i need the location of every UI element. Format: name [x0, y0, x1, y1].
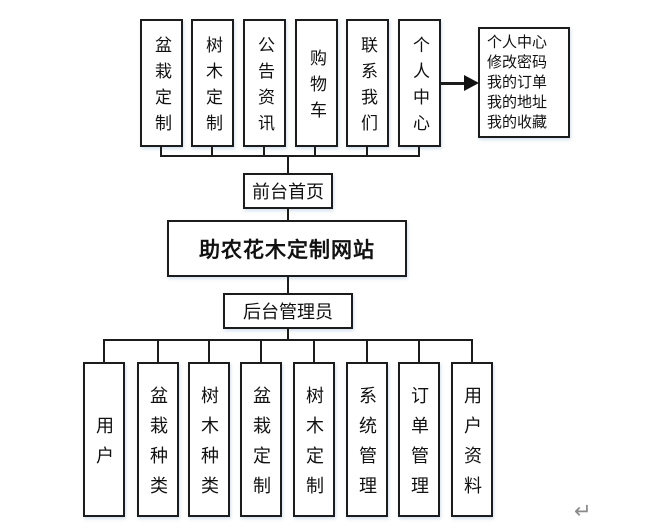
node-user: 用户 [83, 362, 125, 517]
arrow-head-icon [464, 75, 479, 91]
node-label: 树木种类 [199, 385, 219, 506]
node-potted-customization-back: 盆栽定制 [240, 362, 282, 517]
node-tree-category: 树木种类 [188, 362, 230, 517]
node-personal-center: 个人中心 [398, 19, 441, 147]
node-potted-category: 盆栽种类 [137, 362, 179, 517]
connector-stub [208, 341, 210, 362]
connector-drop [287, 209, 289, 220]
root-title-label: 助农花木定制网站 [199, 237, 375, 262]
detail-line: 修改密码 [487, 54, 548, 71]
node-label: 树木定制 [304, 385, 324, 506]
node-announcement-info: 公告资讯 [243, 19, 286, 147]
node-label: 联系我们 [358, 35, 377, 140]
detail-line: 我的地址 [487, 94, 548, 111]
node-front-home: 前台首页 [243, 173, 333, 209]
node-back-admin: 后台管理员 [223, 293, 353, 329]
node-label: 用户 [94, 415, 114, 476]
connector-stub [211, 146, 213, 157]
connector-stub [471, 341, 473, 362]
connector-stub [160, 146, 162, 157]
node-label: 盆栽定制 [251, 385, 271, 506]
paragraph-return-mark: ↵ [574, 499, 592, 523]
detail-line: 我的收藏 [487, 114, 548, 131]
connector-horizontal-top [160, 155, 420, 157]
node-root-title: 助农花木定制网站 [167, 220, 407, 277]
arrow-shaft [441, 82, 467, 85]
connector-stub [366, 146, 368, 157]
node-label: 购物车 [307, 48, 326, 127]
node-potted-customization-front: 盆栽定制 [140, 19, 183, 147]
node-label: 树木定制 [203, 35, 222, 140]
connector-stub [418, 341, 420, 362]
node-label: 订单管理 [409, 385, 429, 506]
node-personal-center-detail: 个人中心 修改密码 我的订单 我的地址 我的收藏 [478, 27, 570, 138]
detail-line: 个人中心 [487, 34, 548, 51]
node-label: 盆栽种类 [148, 385, 168, 506]
connector-drop [287, 156, 289, 173]
node-label: 后台管理员 [243, 302, 333, 322]
node-label: 盆栽定制 [152, 35, 171, 140]
connector-stub [260, 341, 262, 362]
connector-stub [313, 341, 315, 362]
node-user-profile: 用户资料 [451, 362, 493, 517]
node-tree-customization-back: 树木定制 [293, 362, 335, 517]
connector-stub [418, 146, 420, 157]
node-label: 前台首页 [252, 182, 324, 202]
node-label: 用户资料 [462, 385, 482, 506]
connector-stub [103, 341, 105, 362]
node-contact-us: 联系我们 [346, 19, 389, 147]
connector-horizontal-bottom [103, 339, 473, 341]
detail-line: 我的订单 [487, 74, 548, 91]
connector-drop [287, 329, 289, 340]
node-label: 个人中心 [410, 35, 429, 140]
connector-drop [287, 276, 289, 293]
connector-stub [157, 341, 159, 362]
node-tree-customization-front: 树木定制 [191, 19, 234, 147]
connector-stub [366, 341, 368, 362]
connector-stub [314, 146, 316, 157]
node-system-management: 系统管理 [346, 362, 388, 517]
connector-stub [263, 146, 265, 157]
node-shopping-cart: 购物车 [295, 19, 338, 147]
node-order-management: 订单管理 [398, 362, 440, 517]
node-label: 系统管理 [357, 385, 377, 506]
node-label: 公告资讯 [255, 35, 274, 140]
